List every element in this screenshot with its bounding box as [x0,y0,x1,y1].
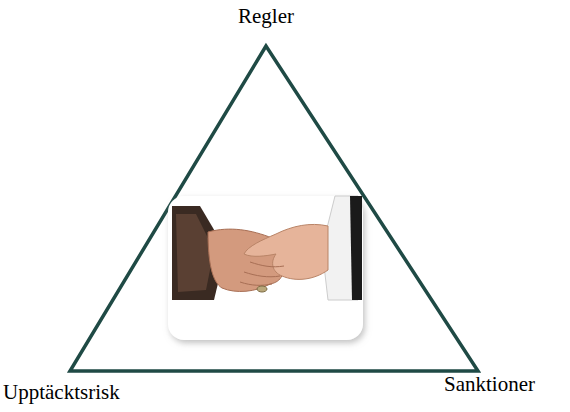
photo-frame [168,196,363,340]
handshake-picture [172,196,362,300]
vertex-label: Sanktioner [444,372,535,396]
triangle [70,46,478,371]
vertex-label: Upptäcktsrisk [3,380,120,404]
vertex-label: Regler [238,4,294,28]
